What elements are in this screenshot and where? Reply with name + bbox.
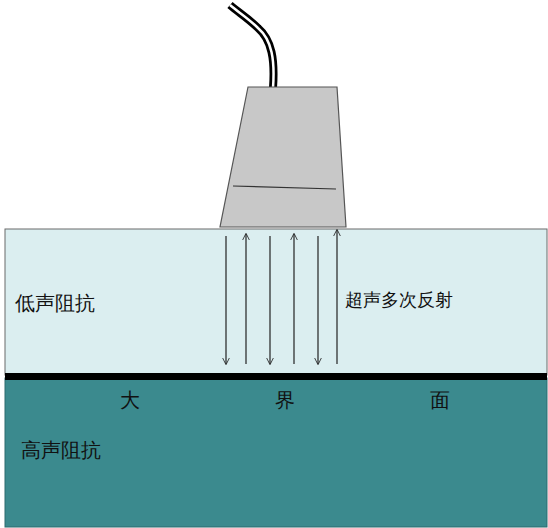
probe-crystal-line [233,186,336,189]
high-impedance-band [5,378,547,527]
low-impedance-band [5,229,547,375]
reflection-arrows [226,230,337,364]
band-label: 高声阻抗 [21,438,101,462]
callout-label: 超声多次反射 [345,289,453,311]
interface-line [5,373,547,380]
band-label: 低声阻抗 [15,291,95,315]
impedance-band: 低声阻抗 [5,229,547,375]
probe-cable [230,5,274,88]
ultrasonic-probe [220,87,346,227]
interface-label: 面 [430,388,450,412]
interface-label: 大 [120,388,140,412]
interface-label: 界 [275,388,295,412]
